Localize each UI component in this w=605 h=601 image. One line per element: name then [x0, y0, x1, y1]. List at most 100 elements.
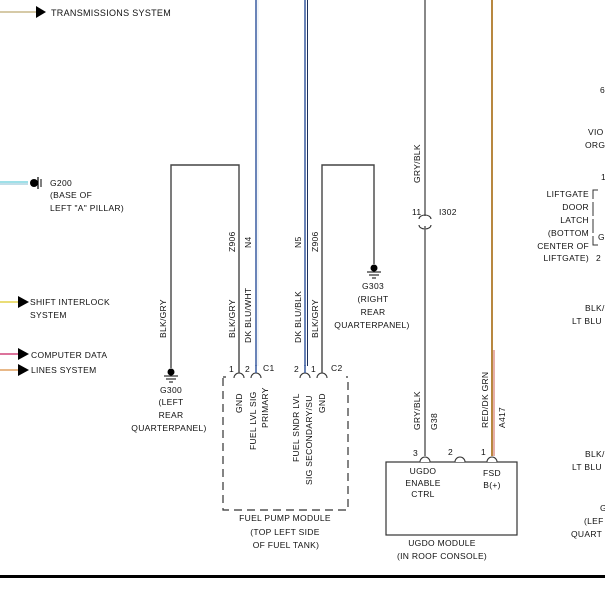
computer-data-label-2: LINES SYSTEM: [31, 365, 96, 375]
liftgate-label-2: DOOR: [562, 202, 589, 212]
ugdo-pin2: 2: [448, 447, 453, 457]
g303-id: G303: [362, 281, 384, 291]
pin-g-partial: G: [598, 232, 605, 242]
g200-id: G200: [50, 178, 72, 188]
terminal-icon: [299, 372, 311, 379]
fsd-wire-color: RED/DK GRN: [480, 372, 490, 428]
g200-ground[interactable]: G200 (BASE OF LEFT "A" PILLAR): [0, 177, 124, 213]
blk-partial-1: BLK/: [585, 303, 605, 313]
ugdo-circuit: G38: [429, 413, 439, 430]
lower-wire-color: GRY/BLK: [412, 391, 422, 430]
terminal-icon: [250, 372, 262, 379]
ugdo-enable-1: UGDO: [410, 466, 437, 476]
liftgate-label-4: (BOTTOM: [548, 228, 589, 238]
terminal-icon: [233, 372, 245, 379]
lef-partial: (LEF: [584, 516, 604, 526]
liftgate-label-6: LIFTGATE): [543, 253, 589, 263]
inline-pin-number: 11: [412, 207, 421, 217]
liftgate-label-5: CENTER OF: [537, 241, 589, 251]
arrow-icon: [18, 296, 29, 308]
ltblu-partial-2: LT BLU: [572, 462, 602, 472]
c2-label: C2: [331, 363, 342, 373]
shift-interlock-reference[interactable]: SHIFT INTERLOCK SYSTEM: [0, 296, 110, 320]
module-dashed-outline: [222, 376, 349, 511]
pin-fuel-lvl-2: PRIMARY: [260, 387, 270, 428]
chassis-ground-icon: [30, 177, 42, 189]
ground-icon: [367, 264, 381, 279]
arrow-icon: [18, 348, 29, 360]
n4-wire[interactable]: [255, 0, 259, 366]
ugdo-title-1: UGDO MODULE: [408, 538, 476, 548]
g-partial: G: [600, 503, 605, 513]
liftgate-label-3: LATCH: [560, 215, 589, 225]
pin-gnd-right: GND: [317, 393, 327, 413]
right-edge-partial: 6 VIO ORG 1 LIFTGATE DOOR LATCH (BOTTOM …: [537, 85, 605, 539]
fuel-pump-title-3: OF FUEL TANK): [253, 540, 320, 550]
ugdo-title-2: (IN ROOF CONSOLE): [397, 551, 487, 561]
c1-label: C1: [263, 363, 274, 373]
c2-pin2-number: 2: [294, 364, 299, 374]
arrow-icon: [36, 6, 46, 18]
c2-pin2-color: DK BLU/BLK: [293, 291, 303, 343]
org-partial: ORG: [585, 140, 605, 150]
terminal-icon: [419, 456, 431, 463]
c1-pin1-number: 1: [229, 364, 234, 374]
connector-gap: [226, 371, 346, 383]
ugdo-pin3: 3: [413, 448, 418, 458]
c2-pin1-number: 1: [311, 364, 316, 374]
fuel-pump-module[interactable]: 1 2 C1 2 1 C2 GND FUEL LVL SIG PRIMARY F…: [222, 363, 349, 550]
pin-sndr-1: FUEL SNDR LVL: [291, 393, 301, 462]
fsd-label-1: FSD: [483, 468, 501, 478]
pin-1-partial: 1: [601, 172, 605, 182]
c1-pin2-circuit: N4: [243, 237, 253, 248]
pin-gnd-left: GND: [234, 393, 244, 413]
g300-location-2: REAR: [159, 410, 184, 420]
inline-connector-id: I302: [439, 207, 457, 217]
c1-pin1-color: BLK/GRY: [227, 299, 237, 338]
ltblu-partial-1: LT BLU: [572, 316, 602, 326]
g300-circuit[interactable]: BLK/GRY G300 (LEFT REAR QUARTERPANEL): [131, 164, 240, 433]
ugdo-module[interactable]: 3 2 1 UGDO ENABLE CTRL FSD B(+) UGDO MOD…: [385, 447, 518, 561]
c1-pin2-color: DK BLU/WHT: [243, 288, 253, 343]
computer-data-reference[interactable]: COMPUTER DATA LINES SYSTEM: [0, 348, 107, 376]
liftgate-latch[interactable]: LIFTGATE DOOR LATCH (BOTTOM CENTER OF LI…: [537, 189, 605, 263]
fuel-pump-title-2: (TOP LEFT SIDE: [250, 527, 319, 537]
blk-partial-2: BLK/: [585, 449, 605, 459]
g303-location-2: REAR: [361, 307, 386, 317]
bottom-divider: [0, 575, 605, 578]
ugdo-enable-3: CTRL: [411, 489, 434, 499]
transmissions-system-label: TRANSMISSIONS SYSTEM: [51, 8, 171, 18]
terminal-icon: [486, 456, 498, 463]
pin-6-partial: 6: [600, 85, 605, 95]
pin-fuel-lvl-1: FUEL LVL SIG: [248, 391, 258, 450]
c2-pin2-circuit: N5: [293, 237, 303, 248]
liftgate-label-1: LIFTGATE: [547, 189, 589, 199]
c2-pin1-circuit: Z906: [310, 231, 320, 252]
g300-wire-color: BLK/GRY: [158, 299, 168, 338]
g200-location-2: LEFT "A" PILLAR): [50, 203, 124, 213]
g200-location-1: (BASE OF: [50, 190, 92, 200]
g303-circuit[interactable]: G303 (RIGHT REAR QUARTERPANEL): [321, 164, 410, 365]
c1-pin1-circuit: Z906: [227, 231, 237, 252]
ground-icon: [164, 368, 178, 383]
c1-connector: 1 2 C1: [229, 363, 274, 379]
ugdo-module-box: [385, 461, 518, 536]
vio-partial: VIO: [588, 127, 604, 137]
pin-2-partial: 2: [596, 253, 601, 263]
computer-data-label-1: COMPUTER DATA: [31, 350, 107, 360]
c2-pin1-color: BLK/GRY: [310, 299, 320, 338]
fuel-pump-title-1: FUEL PUMP MODULE: [239, 513, 331, 523]
a417-wire[interactable]: RED/DK GRN A417: [480, 0, 507, 456]
c1-pin2-number: 2: [245, 364, 250, 374]
latch-bracket: [592, 189, 598, 246]
fsd-circuit: A417: [497, 407, 507, 428]
g38-wire[interactable]: GRY/BLK 11 I302 GRY/BLK G38: [412, 0, 457, 456]
g303-location-3: QUARTERPANEL): [334, 320, 409, 330]
blk-gry-wire-left: [170, 164, 240, 368]
blk-gry-wire-right: [321, 164, 375, 365]
transmissions-reference[interactable]: TRANSMISSIONS SYSTEM: [0, 6, 171, 18]
n5-wire[interactable]: [304, 0, 308, 366]
fsd-label-2: B(+): [483, 480, 501, 490]
pin-sndr-2: SIG SECONDARY/SU: [304, 395, 314, 485]
